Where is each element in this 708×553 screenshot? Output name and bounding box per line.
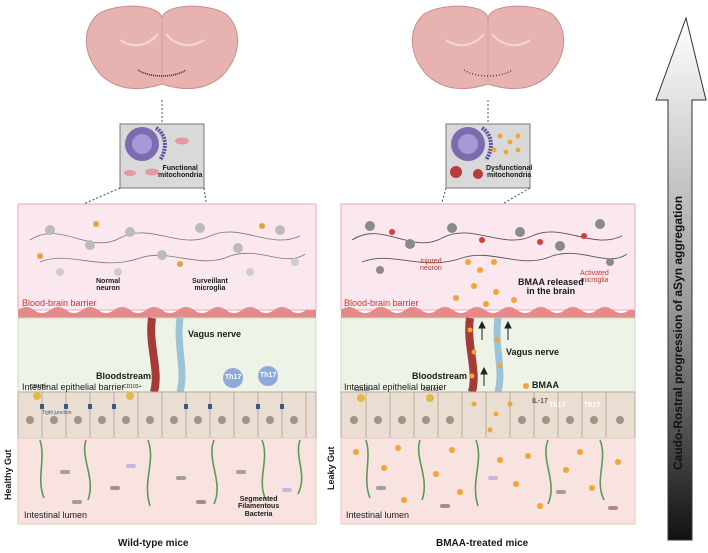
right-neuron-field	[365, 219, 614, 274]
segmented-filamentous-bacteria	[39, 439, 303, 507]
tight-junction-label: Tight junction	[42, 410, 72, 416]
right-caption: BMAA-treated mice	[436, 538, 529, 549]
right-cd103-cell	[357, 394, 365, 402]
right-th17-label: Th17	[549, 402, 566, 409]
right-bbb-label: Blood-brain barrier	[344, 298, 419, 308]
bmaa-particles-brain	[453, 259, 517, 307]
left-caption: Wild-type mice	[118, 538, 189, 549]
surveillant-microglia-cells	[37, 221, 265, 267]
left-vagus-nerve	[175, 317, 186, 393]
functional-mitochondrion	[124, 170, 136, 176]
right-cd103-label: CD103+	[354, 387, 373, 393]
right-gut-zone	[340, 317, 636, 393]
right-lumen-label: Intestinal lumen	[346, 510, 410, 520]
activated-microglia-cells	[389, 229, 587, 245]
bmaa-legend-dot	[523, 383, 529, 389]
right-bloodstream-vessel	[465, 317, 478, 394]
left-neuron-field	[45, 223, 299, 276]
left-epithelial-label: Intestinal epithelial barrier	[22, 382, 125, 392]
right-th17-label: Th17	[584, 402, 601, 409]
left-lumen-label: Intestinal lumen	[24, 510, 88, 520]
right-filamentous-bacteria	[365, 439, 605, 507]
right-vagus-label: Vagus nerve	[506, 347, 560, 357]
bmaa-legend-label: BMAA	[532, 380, 559, 390]
left-cd103-label: CD103+	[30, 384, 49, 390]
left-th17-label: Th17	[260, 372, 277, 379]
right-bbb-endothelium	[341, 307, 635, 318]
dysfunctional-mitochondrion	[473, 169, 483, 179]
right-brain-zone	[340, 203, 636, 311]
upward-transport-arrows	[478, 320, 512, 386]
left-brain-zone	[17, 203, 317, 311]
right-bloodstream-label: Bloodstream	[412, 371, 468, 381]
left-bloodstream-vessel	[147, 317, 160, 394]
left-bbb-label: Blood-brain barrier	[22, 298, 97, 308]
right-panel	[340, 5, 636, 525]
left-epithelium	[17, 391, 317, 439]
left-commensal-bacteria	[60, 464, 292, 504]
right-epithelium	[340, 391, 636, 439]
left-th17-cell	[258, 366, 278, 386]
left-cd103-label: CD103+	[123, 384, 142, 390]
left-bbb-endothelium	[18, 307, 316, 318]
functional-mitochondrion	[175, 137, 189, 145]
bmaa-particles-lumen	[353, 445, 621, 509]
functional-mitochondrion	[145, 168, 159, 176]
left-vagus-label: Vagus nerve	[188, 329, 242, 339]
bmaa-particles-cell	[491, 133, 521, 155]
right-vagus-nerve	[493, 317, 504, 393]
dysfunctional-mitochondrion	[450, 166, 462, 178]
left-cd103-cell	[33, 392, 41, 400]
left-th17-label: Th17	[225, 374, 242, 381]
left-brain-section	[85, 5, 239, 90]
left-gut-label: Healthy Gut	[3, 449, 13, 500]
right-cd103-cell	[426, 394, 434, 402]
right-gut-label: Leaky Gut	[326, 446, 336, 490]
progression-arrow	[655, 16, 707, 541]
right-epithelial-label: Intestinal epithelial barrier	[344, 382, 447, 392]
right-commensal-bacteria	[376, 476, 618, 510]
left-lumen-zone	[17, 437, 317, 525]
arrow-label: Caudo-Rostral progression of aSyn aggreg…	[671, 195, 685, 470]
left-bloodstream-label: Bloodstream	[96, 371, 152, 381]
left-th17-cell	[223, 368, 243, 388]
left-cd103-cell	[126, 392, 134, 400]
right-lumen-zone	[340, 437, 636, 525]
right-brain-section	[411, 5, 565, 90]
il17-legend-label: IL-17	[532, 398, 548, 405]
bmaa-particles-vessel	[467, 327, 503, 379]
left-panel	[17, 5, 317, 525]
right-cd103-label: CD103+	[423, 387, 442, 393]
